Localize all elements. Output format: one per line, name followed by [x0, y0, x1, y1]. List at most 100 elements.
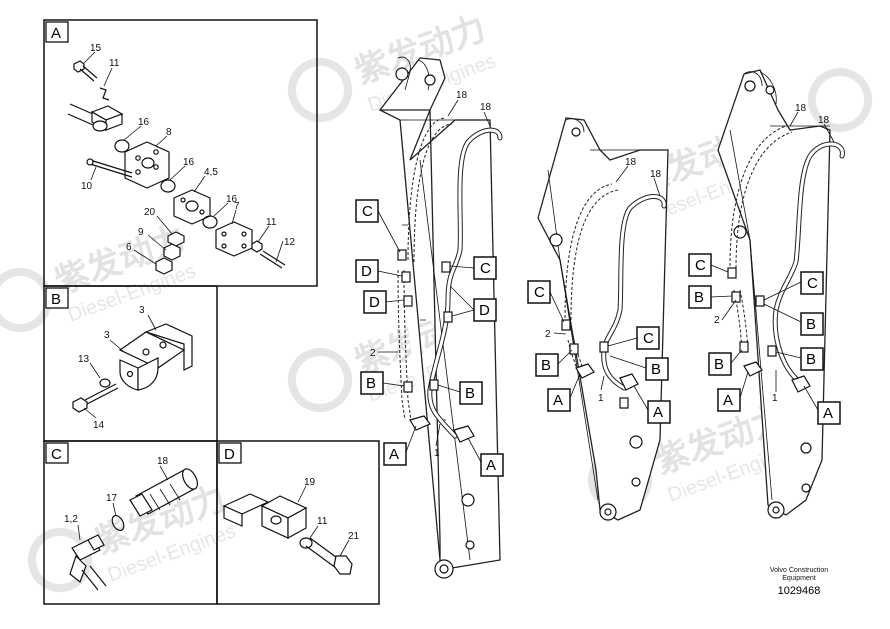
label-16: 16: [138, 117, 150, 128]
callout-b-1a[interactable]: B: [360, 371, 384, 395]
label-2: 2: [714, 315, 720, 326]
label-18: 18: [795, 103, 807, 114]
main-view-3: C B B A C B B: [688, 69, 845, 519]
svg-text:A: A: [553, 392, 563, 409]
hose-fitting-18-illustration: [129, 468, 198, 517]
label-11: 11: [266, 217, 277, 228]
part-6-illustration: [155, 257, 173, 275]
svg-text:B: B: [714, 356, 724, 373]
callout-c-2b[interactable]: C: [636, 326, 660, 350]
label-18: 18: [650, 169, 662, 180]
label-18: 18: [157, 456, 169, 467]
tube-18-left-v3: [729, 125, 793, 269]
label-18: 18: [625, 157, 637, 168]
svg-text:A: A: [723, 392, 733, 409]
callout-a-2a[interactable]: A: [547, 388, 571, 412]
label-1: 1: [598, 393, 604, 404]
callout-a-2b[interactable]: A: [647, 400, 671, 424]
washer-13-illustration: [99, 378, 111, 388]
svg-text:C: C: [695, 257, 706, 274]
callout-b-3d[interactable]: B: [800, 347, 824, 371]
nut-11-illustration: [251, 240, 263, 253]
panel-c-title: C: [51, 446, 62, 463]
footer-company-line2: Equipment: [782, 575, 816, 582]
label-12: 12: [284, 237, 296, 248]
bolt-21-illustration: [305, 537, 353, 575]
callout-c-2a[interactable]: C: [527, 280, 551, 304]
svg-text:B: B: [806, 351, 816, 368]
bolt-15-illustration: [73, 60, 98, 82]
panel-d-title-box: [218, 442, 242, 464]
callout-a-1a[interactable]: A: [383, 442, 407, 466]
pipe-clamp-illustration: [67, 103, 124, 132]
callout-c-1b[interactable]: C: [473, 256, 497, 280]
tube-18-left: [407, 117, 453, 263]
label-18: 18: [480, 102, 492, 113]
callout-a-3b[interactable]: A: [817, 401, 841, 425]
callout-b-3c[interactable]: B: [800, 312, 824, 336]
svg-text:B: B: [366, 375, 376, 392]
label-20: 20: [144, 207, 156, 218]
svg-text:B: B: [806, 316, 816, 333]
part-9-illustration: [163, 243, 181, 261]
svg-text:D: D: [479, 302, 490, 319]
oring-16-illustration: [114, 139, 130, 153]
panel-b-title-box: [45, 287, 69, 309]
callout-a-1b[interactable]: A: [480, 453, 504, 477]
callout-b-2b[interactable]: B: [645, 357, 669, 381]
callout-b-1b[interactable]: B: [459, 381, 483, 405]
callout-c-3b[interactable]: C: [800, 271, 824, 295]
washer-11-illustration: [99, 87, 110, 101]
callout-b-2a[interactable]: B: [535, 353, 559, 377]
label-21: 21: [348, 531, 360, 542]
footer: Volvo Construction Equipment 1029468: [770, 567, 828, 597]
label-3: 3: [139, 305, 145, 316]
callout-d-1b[interactable]: D: [363, 290, 387, 314]
elbow-12-illustration: [69, 534, 107, 591]
label-13: 13: [78, 354, 90, 365]
svg-text:A: A: [653, 404, 663, 421]
label-1-2: 1,2: [64, 514, 78, 525]
label-6: 6: [126, 242, 132, 253]
label-1: 1: [434, 448, 440, 459]
label-2: 2: [545, 329, 551, 340]
callout-d-1c[interactable]: D: [473, 298, 497, 322]
clamp-3-illustration: [118, 323, 193, 391]
svg-text:C: C: [480, 260, 491, 277]
clamp-19-illustration: [222, 493, 308, 540]
callout-b-3b[interactable]: B: [708, 352, 732, 376]
callout-d-1a[interactable]: D: [355, 259, 379, 283]
svg-text:C: C: [534, 284, 545, 301]
label-18: 18: [456, 90, 468, 101]
label-11: 11: [109, 58, 120, 69]
panel-a-title: A: [51, 25, 61, 42]
bolt-12-illustration: [259, 250, 286, 269]
label-14: 14: [93, 420, 105, 431]
svg-text:D: D: [361, 263, 372, 280]
detail-panel-b: B 3 3 13 14: [43, 285, 218, 442]
oring-17-illustration: [111, 514, 125, 532]
svg-text:D: D: [369, 294, 380, 311]
label-2: 2: [370, 348, 376, 359]
label-3: 3: [104, 330, 110, 341]
footer-company-line1: Volvo Construction: [770, 567, 828, 574]
arm-structure-2: [537, 117, 669, 521]
main-view-1: C D D B A C D: [355, 56, 504, 579]
document-number: 1029468: [778, 585, 821, 597]
svg-text:C: C: [362, 203, 373, 220]
svg-text:A: A: [823, 405, 833, 422]
main-view-2: C B A C B A 18 18: [527, 117, 671, 521]
panel-d-border: [216, 440, 380, 605]
detail-panel-a: A: [43, 19, 318, 287]
detail-panel-d: D 19 11 21: [216, 440, 380, 605]
callout-c-1a[interactable]: C: [355, 199, 379, 223]
callout-c-3a[interactable]: C: [688, 253, 712, 277]
oring-16-illustration: [160, 179, 176, 193]
label-15: 15: [90, 43, 102, 54]
callout-a-3a[interactable]: A: [717, 388, 741, 412]
callout-b-3a[interactable]: B: [688, 285, 712, 309]
svg-text:B: B: [651, 361, 661, 378]
block-45-illustration: [173, 189, 211, 225]
label-18: 18: [818, 115, 830, 126]
